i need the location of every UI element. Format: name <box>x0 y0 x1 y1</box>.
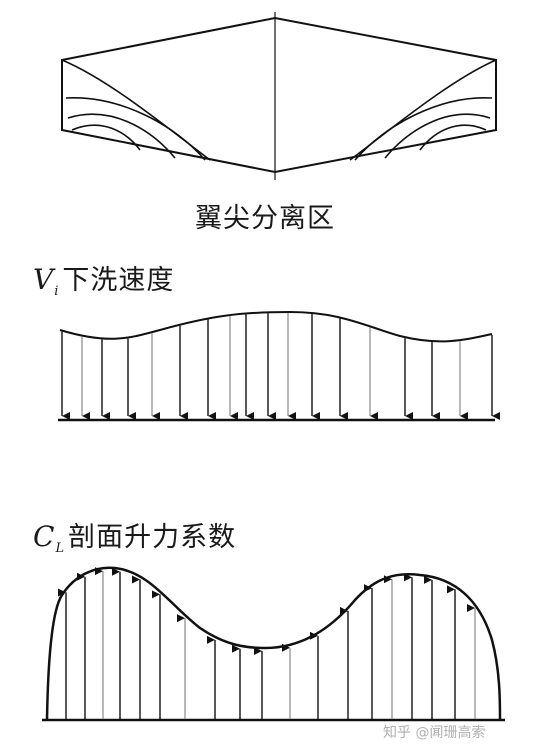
downwash-symbol: V <box>33 263 55 296</box>
lift-diagram <box>42 566 505 722</box>
downwash-curve <box>59 310 493 343</box>
wing-tip-separation-label: 翼尖分离区 <box>195 203 335 234</box>
lift-curve <box>45 566 502 721</box>
lift-subscript: L <box>55 541 66 556</box>
downwash-subscript: i <box>54 284 60 299</box>
downwash-text: 下洗速度 <box>62 265 175 296</box>
wing-outline <box>61 16 497 174</box>
left-tip-separation-lines <box>61 59 211 161</box>
downwash-arrows <box>61 313 500 420</box>
downwash-diagram <box>58 310 500 422</box>
lift-symbol: C <box>33 520 56 553</box>
right-tip-separation-lines <box>349 59 497 161</box>
lift-arrows <box>58 567 476 719</box>
watermark: 知乎 @闻珊高索 <box>383 725 486 741</box>
wing-planform <box>61 12 497 180</box>
lift-text: 剖面升力系数 <box>68 522 237 553</box>
